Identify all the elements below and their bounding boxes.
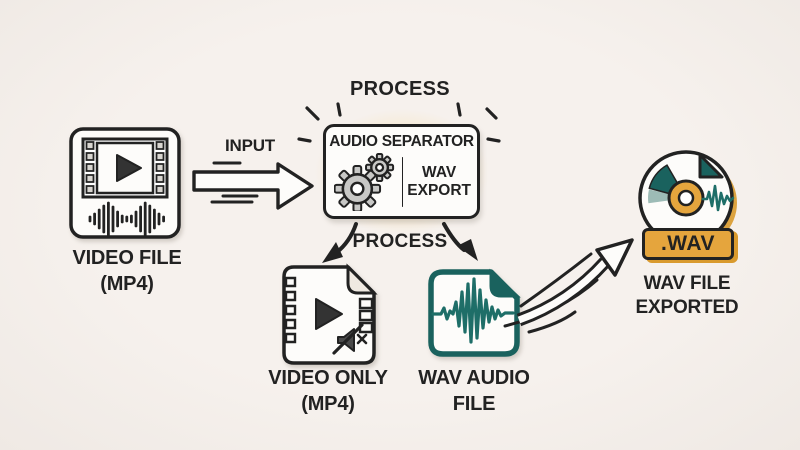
disc-waveform-icon — [703, 186, 733, 210]
separator-title: AUDIO SEPARATOR — [329, 133, 474, 150]
video-file-label-line2: (MP4) — [100, 272, 154, 295]
video-file-label-line1: VIDEO FILE — [72, 247, 182, 269]
disc-wedge-light — [648, 189, 671, 204]
wav-audio-label-line2: FILE — [452, 392, 496, 415]
wav-exported-label-line2: EXPORTED — [635, 297, 739, 319]
play-icon — [316, 299, 342, 329]
wav-export-label: WAV EXPORT — [407, 164, 471, 200]
video-file-icon — [68, 126, 182, 240]
film-strip-icon — [83, 139, 167, 197]
divider — [402, 157, 404, 207]
branch-arrows-icon — [322, 220, 478, 263]
wav-export-line2: EXPORT — [407, 182, 471, 199]
disc-fold-icon — [700, 155, 722, 177]
wav-export-line1: WAV — [422, 164, 457, 182]
video-only-label-line2: (MP4) — [301, 392, 355, 415]
wav-audio-label: WAV AUDIO FILE — [402, 366, 546, 417]
wav-disc-icon — [622, 146, 737, 248]
muted-speaker-icon — [334, 325, 366, 353]
wav-exported-label-line1: WAV FILE — [643, 273, 731, 294]
gears-icon — [334, 153, 400, 211]
separator-content: WAV EXPORT — [326, 151, 477, 217]
input-arrow-icon — [192, 155, 317, 215]
video-only-label: VIDEO ONLY (MP4) — [256, 366, 400, 417]
video-only-label-line1: VIDEO ONLY — [268, 367, 388, 389]
folded-corner-icon — [491, 272, 517, 296]
wav-audio-label-line1: WAV AUDIO — [418, 367, 530, 389]
video-only-icon — [278, 263, 382, 367]
emphasis-dashes-icon — [294, 98, 506, 148]
video-file-label: VIDEO FILE (MP4) — [46, 246, 208, 297]
wav-badge: .WAV — [642, 228, 734, 260]
big-gear — [335, 166, 380, 211]
audio-separator-box: AUDIO SEPARATOR — [323, 124, 480, 219]
folded-corner-icon — [348, 267, 374, 293]
input-label: INPUT — [224, 136, 275, 155]
wav-exported-label: WAV FILE EXPORTED — [610, 272, 764, 321]
export-arrow-icon — [503, 228, 648, 336]
process-mid-label: PROCESS — [352, 231, 448, 252]
wav-file-icon — [425, 262, 525, 360]
waveform-icon — [433, 279, 513, 342]
process-top-label: PROCESS — [350, 78, 450, 100]
audio-waveform-icon — [90, 203, 164, 235]
film-edge-left — [286, 278, 295, 342]
play-icon — [117, 155, 141, 181]
